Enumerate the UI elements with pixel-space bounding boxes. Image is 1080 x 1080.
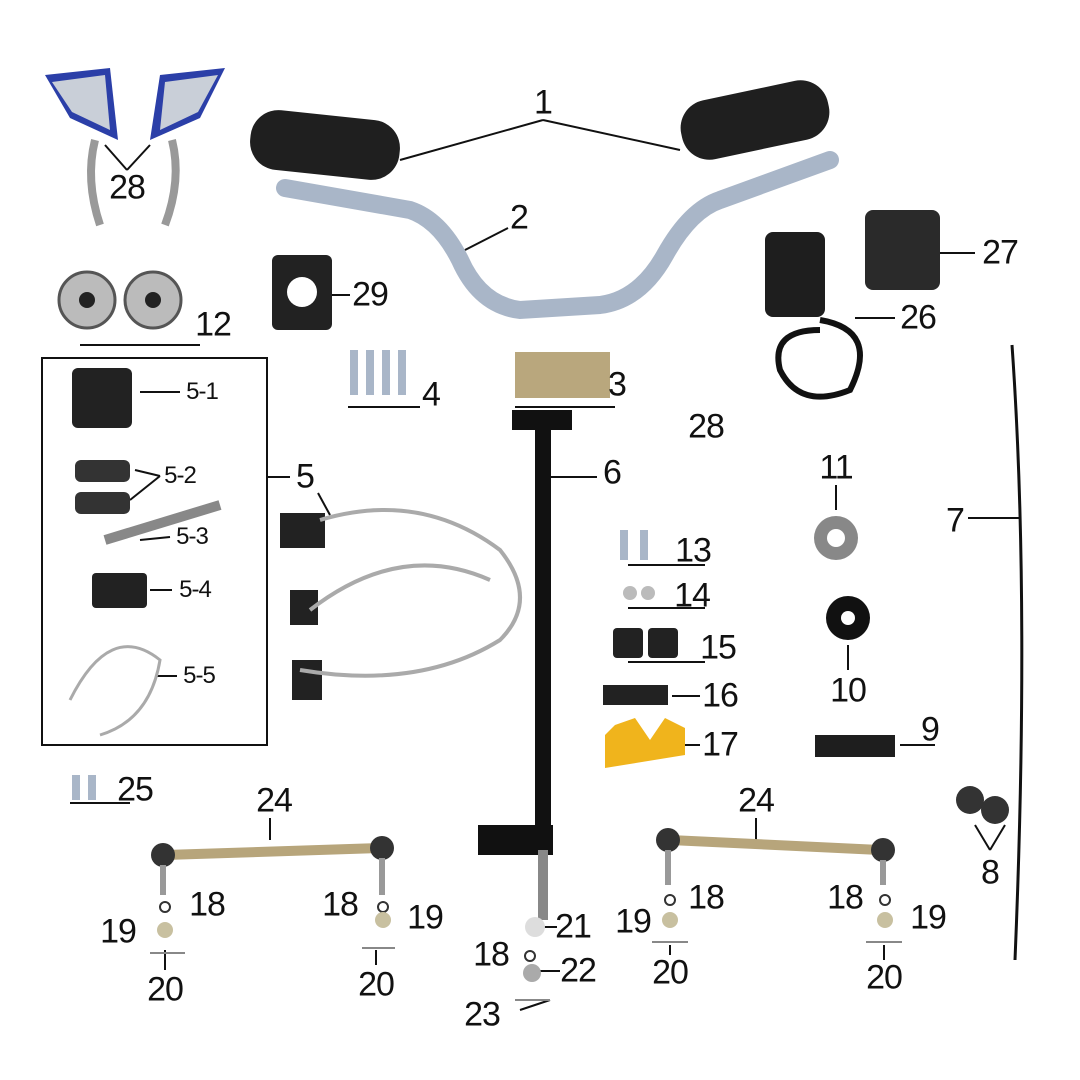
callout-24-right: 24 [738,781,775,820]
callout-14: 14 [674,576,711,615]
callout-1: 1 [534,83,553,122]
callout-17: 17 [702,725,739,764]
callout-7: 7 [946,501,965,540]
callout-16: 16 [702,676,739,715]
callout-19: 19 [910,898,947,937]
callout-20: 20 [358,965,395,1004]
callout-5-3: 5-3 [176,523,209,550]
callout-10: 10 [830,671,867,710]
callout-25: 25 [117,770,154,809]
grip-left [250,110,400,180]
callout-15: 15 [700,628,737,667]
callout-28: 28 [688,407,725,446]
callout-18: 18 [189,885,226,924]
callout-12: 12 [195,305,232,344]
callout-28-mirrors: 28 [109,168,146,207]
callout-18: 18 [688,878,725,917]
callout-4: 4 [422,375,441,414]
callout-24-left: 24 [256,781,293,820]
callout-5-5: 5-5 [183,662,216,689]
callout-18: 18 [322,885,359,924]
mirror-left [45,68,118,227]
grip-right [680,80,830,160]
callout-20: 20 [866,958,903,997]
callout-19: 19 [100,912,137,951]
callout-5-1: 5-1 [186,378,219,405]
callout-20: 20 [652,953,689,992]
callout-23: 23 [464,995,501,1034]
mirror-right [150,68,225,227]
callout-18: 18 [827,878,864,917]
callout-6: 6 [603,453,622,492]
callout-20: 20 [147,970,184,1009]
callout-27: 27 [982,233,1019,272]
callout-11: 11 [819,448,853,487]
callout-19: 19 [615,902,652,941]
callout-13: 13 [675,531,712,570]
callout-8: 8 [981,853,1000,892]
handlebar [276,151,839,320]
callout-19: 19 [407,898,444,937]
callout-5-4: 5-4 [179,576,212,603]
callout-29: 29 [352,275,389,314]
callout-2: 2 [510,198,529,237]
callout-26: 26 [900,298,937,337]
callout-9: 9 [921,710,940,749]
callout-3: 3 [608,365,627,404]
callout-18: 18 [473,935,510,974]
brake-kit-box [41,357,268,746]
bracket-yellow [605,718,685,768]
callout-5: 5 [296,457,315,496]
callout-22: 22 [560,951,597,990]
callout-5-2: 5-2 [164,462,197,489]
callout-21: 21 [555,907,592,946]
